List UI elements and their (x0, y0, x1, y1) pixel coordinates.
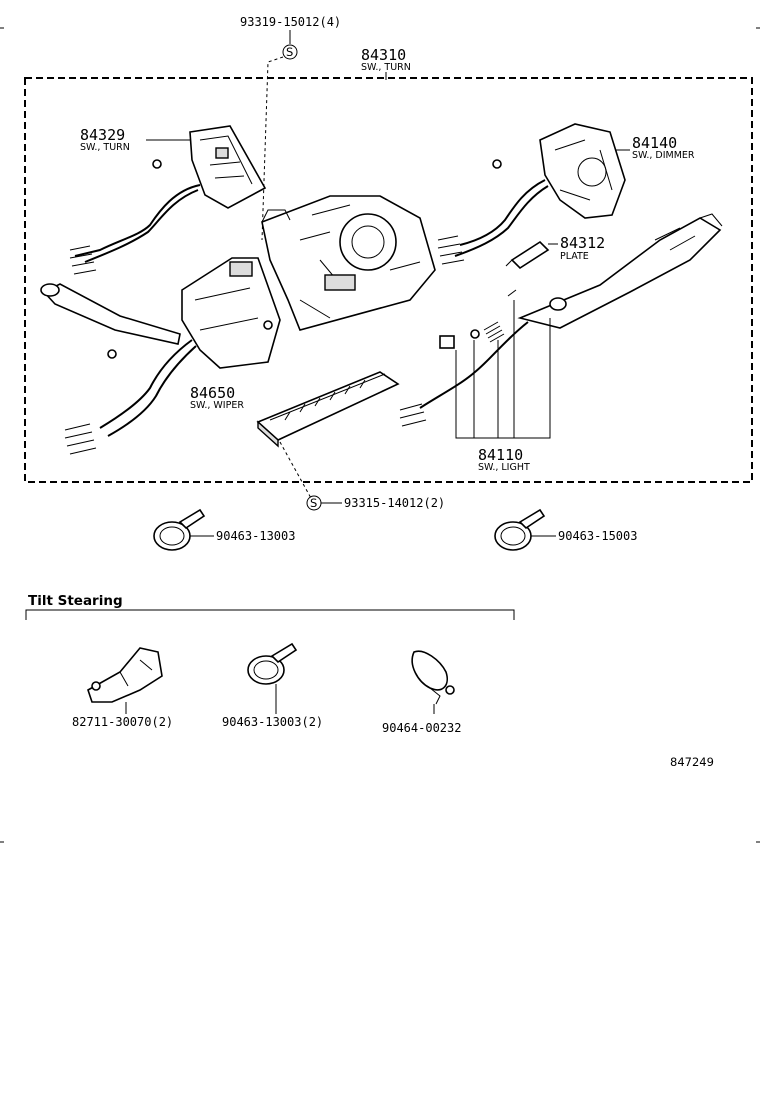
tilt-band-part (411, 650, 455, 705)
sw-wiper-number: 84650 (190, 384, 235, 402)
sw-wiper-label: SW., WIPER (190, 400, 244, 411)
sw-dimmer-part (437, 123, 626, 265)
assembly-boundary (24, 77, 753, 483)
plate-label: PLATE (560, 251, 589, 262)
tilt-section-title: Tilt Stearing (28, 593, 123, 609)
sw-light-label: SW., LIGHT (478, 462, 530, 473)
plate-number: 84312 (560, 234, 605, 252)
screw-top-dashed-leader (261, 56, 284, 241)
sw-dimmer-number: 84140 (632, 134, 677, 152)
sw-turn-assy-number: 84310 (361, 46, 406, 64)
clamp-left-part (153, 508, 206, 551)
connector-block (256, 371, 400, 448)
light-switch-small-parts (439, 289, 551, 439)
sw-turn-assy-label: SW., TURN (361, 62, 411, 73)
sw-turn-part (69, 125, 267, 275)
sw-light-number: 84110 (478, 446, 523, 464)
combination-switch-body (261, 195, 436, 331)
screw-symbol-top (282, 44, 298, 60)
diagram-ref-number: 847249 (670, 755, 714, 769)
tilt-section-bracket (25, 609, 515, 620)
screw-symbol-top-letter: S (286, 45, 293, 59)
clamp-left-label: 90463-13003 (216, 529, 295, 543)
tilt-clip-part (87, 647, 163, 703)
plate-part (505, 240, 550, 270)
clamp-right-part (494, 508, 546, 551)
tilt-clip-label: 82711-30070(2) (72, 715, 173, 729)
clamp-right-label: 90463-15003 (558, 529, 637, 543)
screw-top-label: 93319-15012(4) (240, 15, 341, 29)
screw-bottom-label: 93315-14012(2) (344, 496, 445, 510)
screw-bottom-dashed-leader (279, 441, 313, 501)
tilt-clamp-part (247, 642, 298, 685)
sw-turn-label: SW., TURN (80, 142, 130, 153)
light-switch-lever (399, 213, 723, 427)
sw-dimmer-label: SW., DIMMER (632, 150, 695, 161)
tilt-clamp-label: 90463-13003(2) (222, 715, 323, 729)
sw-wiper-part (40, 257, 281, 455)
tilt-band-label: 90464-00232 (382, 721, 461, 735)
sw-turn-number: 84329 (80, 126, 125, 144)
screw-symbol-bottom-letter: S (310, 496, 317, 510)
